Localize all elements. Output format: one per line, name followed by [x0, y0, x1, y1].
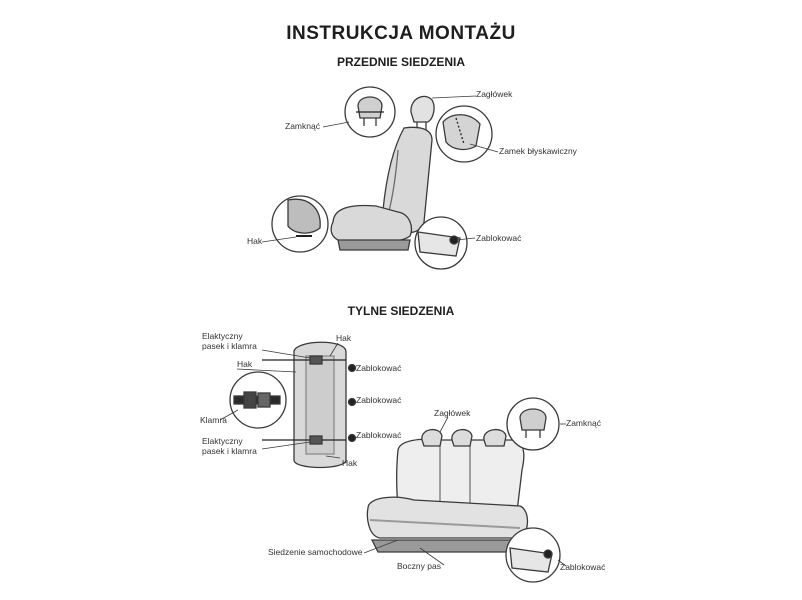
rear-label-lock-1: Zablokować	[356, 363, 402, 373]
front-label-zipper: Zamek błyskawiczny	[499, 146, 577, 156]
front-cushion	[330, 204, 413, 244]
front-seat-base	[337, 239, 411, 251]
rear-label-lock-3: Zablokować	[356, 430, 402, 440]
rear-label-hook-bottom: Hak	[342, 458, 358, 468]
front-label-close: Zamknąć	[285, 121, 320, 131]
rear-label-elastic-strap-top: Elaktyczny pasek i klamra	[202, 331, 257, 351]
front-label-lock: Zablokować	[476, 233, 522, 243]
rear-label-buckle: Klamra	[200, 415, 227, 425]
rear-label-lock-2: Zablokować	[356, 395, 402, 405]
rear-label-close: Zamknąć	[566, 418, 601, 428]
page-title: INSTRUKCJA MONTAŻU	[286, 23, 516, 44]
rear-label-hook-top: Hak	[336, 333, 352, 343]
rear-label-lock-4: Zablokować	[560, 562, 606, 572]
rear-headrest-left	[421, 429, 443, 447]
rear-label-headrest: Zagłówek	[434, 408, 471, 418]
rear-headrest-right	[483, 429, 507, 447]
rear-seats-heading: TYLNE SIEDZENIA	[347, 304, 455, 318]
front-label-headrest: Zagłówek	[476, 89, 513, 99]
rear-label-hook-left: Hak	[237, 359, 253, 369]
front-headrest	[410, 95, 435, 123]
rear-label-side-strip: Boczny pas	[397, 561, 441, 571]
rear-bench-backrest	[396, 438, 525, 521]
rear-headrest-middle	[451, 429, 473, 447]
rear-label-elastic-strap-bottom: Elaktyczny pasek i klamra	[202, 436, 257, 456]
front-seats-heading: PRZEDNIE SIEDZENIA	[336, 55, 465, 69]
rear-bench-cushion	[366, 496, 529, 539]
front-label-hook: Hak	[247, 236, 263, 246]
rear-label-car-seat: Siedzenie samochodowe	[268, 547, 363, 557]
